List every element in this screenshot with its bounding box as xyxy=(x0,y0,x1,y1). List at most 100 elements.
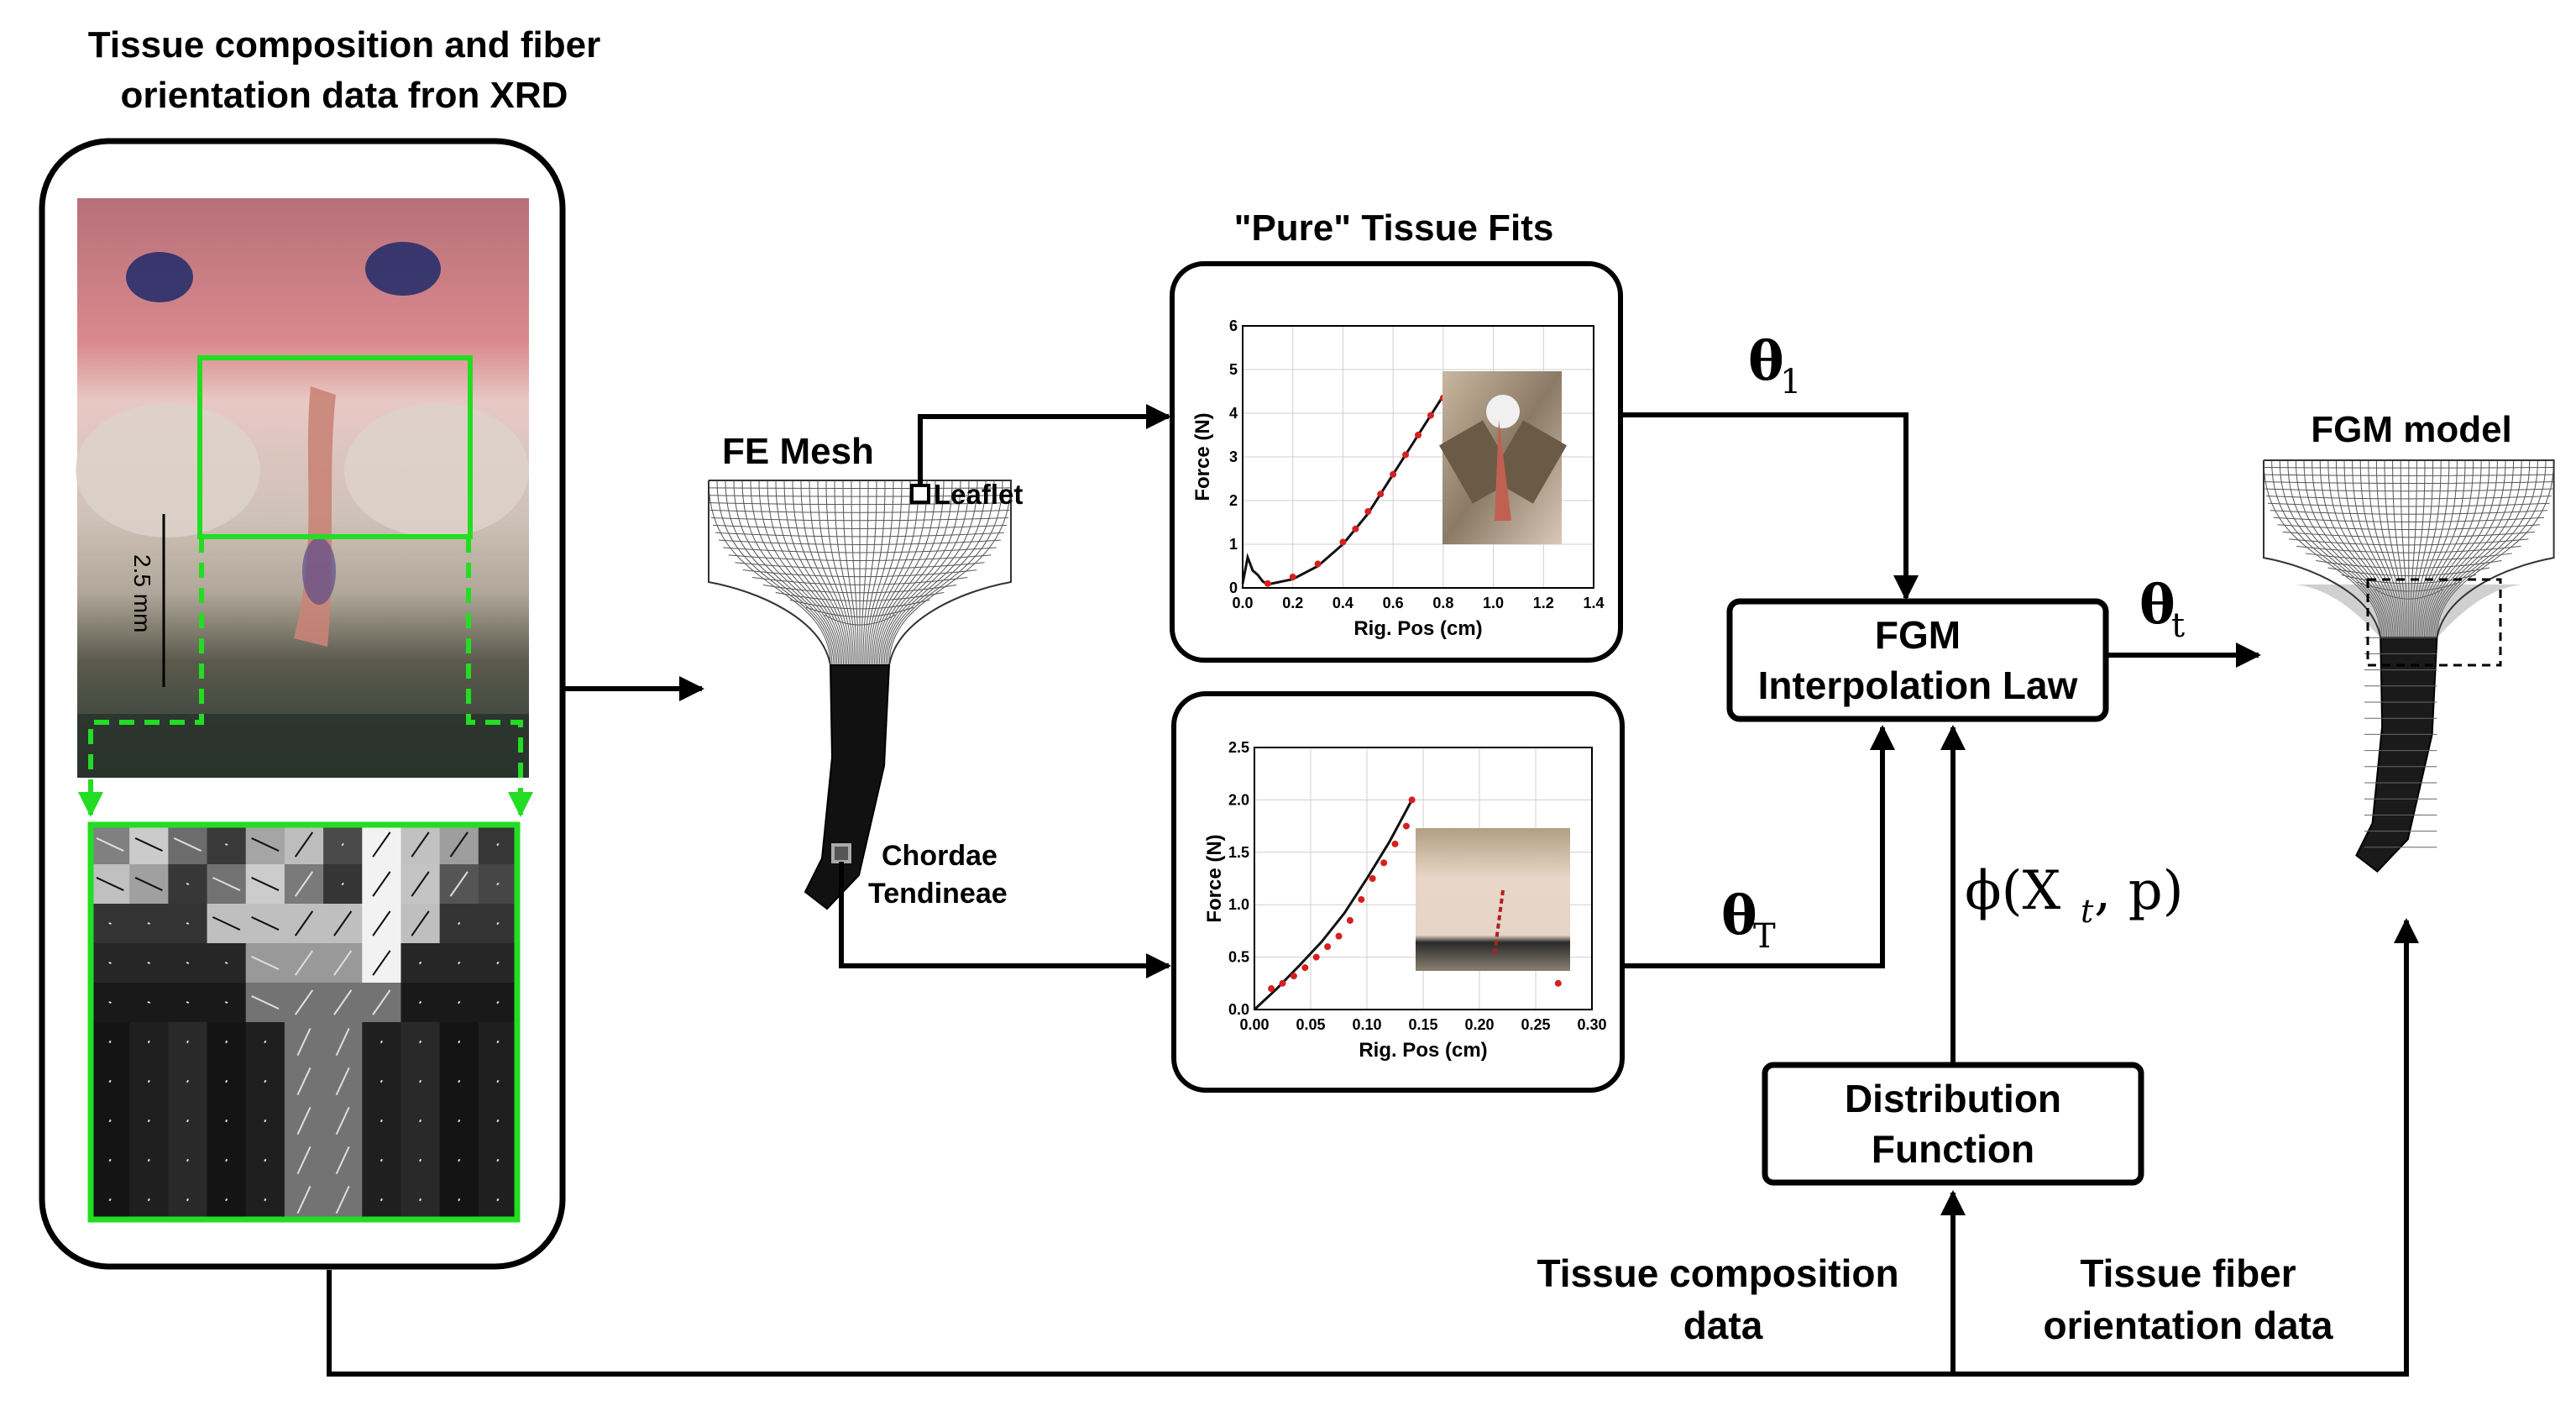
y-axis-label: Force (N) xyxy=(1191,412,1214,501)
xrd-map-frame xyxy=(87,821,521,1223)
fe-mesh-grid xyxy=(708,480,1012,910)
fiber-orientation-line xyxy=(108,1198,112,1202)
mesh-line xyxy=(882,480,978,666)
mesh-line xyxy=(2264,488,2553,492)
leaflet-label: Leaflet xyxy=(934,479,1023,510)
fiber-orientation-line xyxy=(411,831,430,858)
y-tick-label: 0 xyxy=(1229,580,1238,596)
fiber-orientation-line xyxy=(372,871,391,897)
leaflet-to-fit-arrow xyxy=(918,404,1171,485)
mesh-line xyxy=(878,480,961,666)
svg-text:t: t xyxy=(2081,893,2094,930)
fiber-orientation-line xyxy=(108,1158,112,1162)
mesh-line xyxy=(2305,553,2512,561)
data-point xyxy=(1339,538,1347,546)
mesh-line xyxy=(2410,459,2417,638)
mesh-line xyxy=(2417,459,2458,638)
fiber-orientation-line xyxy=(225,1119,228,1123)
chordae-marker xyxy=(831,843,851,863)
xrd-title-line2: orientation data fron XRD xyxy=(121,75,568,116)
data-point xyxy=(1390,470,1397,478)
mesh-line xyxy=(742,569,977,578)
mesh-line xyxy=(750,480,840,666)
mesh-line xyxy=(762,584,957,594)
x-tick-label: 1.0 xyxy=(1483,595,1504,611)
mesh-line xyxy=(709,502,1011,506)
distribution-line2: Function xyxy=(1872,1127,2034,1171)
mesh-line xyxy=(741,480,838,666)
mesh-line xyxy=(710,517,1009,522)
fiber-orientation-line xyxy=(419,1158,422,1162)
mesh-line xyxy=(2303,459,2390,638)
fiber-label-line2: orientation data xyxy=(2043,1303,2333,1347)
fiber-orientation-line xyxy=(108,1000,112,1004)
data-point xyxy=(1290,973,1297,980)
mesh-line xyxy=(2430,459,2522,638)
mesh-line xyxy=(2312,459,2390,638)
fiber-orientation-line xyxy=(264,1079,267,1083)
fiber-orientation-line xyxy=(496,842,500,847)
mesh-line xyxy=(751,577,968,585)
mesh-line xyxy=(723,547,997,553)
chordae-fit-photo xyxy=(1416,828,1570,971)
fiber-orientation-line xyxy=(225,1198,228,1202)
data-point xyxy=(1408,796,1416,804)
fiber-orientation-line xyxy=(411,871,430,897)
fiber-orientation-line xyxy=(108,921,112,926)
mesh-line xyxy=(874,480,936,666)
pure-fits-title: "Pure" Tissue Fits xyxy=(1234,207,1554,249)
y-tick-label: 0.5 xyxy=(1228,949,1249,966)
mesh-line xyxy=(2316,559,2502,569)
fiber-orientation-line xyxy=(224,1000,228,1004)
mesh-line xyxy=(2374,589,2443,600)
mesh-line xyxy=(825,480,854,666)
mesh-line xyxy=(716,480,833,666)
fgm-model-mesh xyxy=(2263,459,2555,873)
fiber-orientation-line xyxy=(335,1027,350,1057)
fiber-orientation-line xyxy=(264,1198,267,1202)
fiber-orientation-line xyxy=(418,1000,422,1004)
fiber-orientation-line xyxy=(458,1119,461,1123)
mesh-line xyxy=(775,591,945,601)
mesh-line xyxy=(2264,467,2554,469)
composition-label-line2: data xyxy=(1683,1303,1763,1347)
mesh-line xyxy=(867,480,903,666)
mesh-line xyxy=(789,599,930,610)
bottom-fiber-flow-arrow xyxy=(327,918,2419,1377)
fiber-orientation-line xyxy=(496,1119,500,1123)
data-point xyxy=(1268,985,1275,993)
mesh-line xyxy=(871,480,919,666)
data-point xyxy=(1369,875,1376,882)
data-point xyxy=(1402,451,1410,459)
mesh-line xyxy=(861,480,869,666)
fiber-orientation-line xyxy=(458,921,461,926)
fiber-orientation-line xyxy=(380,1079,383,1083)
x-tick-label: 0.6 xyxy=(1383,595,1404,611)
xrd-panel-frame xyxy=(39,138,566,1270)
mesh-line xyxy=(2270,510,2547,515)
mesh-line xyxy=(887,480,1003,666)
y-tick-label: 0.0 xyxy=(1228,1001,1249,1018)
mesh-line xyxy=(2412,459,2434,638)
x-tick-label: 0.05 xyxy=(1296,1016,1325,1033)
fiber-orientation-line xyxy=(134,877,163,891)
mesh-line xyxy=(728,554,992,562)
fiber-orientation-line xyxy=(294,871,314,897)
fiber-orientation-line xyxy=(296,1027,312,1057)
fiber-orientation-line xyxy=(372,831,391,858)
fiber-orientation-line xyxy=(296,1106,312,1136)
mesh-line xyxy=(792,480,847,666)
mesh-line xyxy=(2427,459,2506,638)
mesh-line xyxy=(834,480,856,666)
fiber-orientation-line xyxy=(186,1119,189,1123)
fiber-orientation-line xyxy=(251,837,280,852)
mesh-line xyxy=(2264,481,2554,485)
fiber-orientation-line xyxy=(251,877,280,891)
fiber-orientation-line xyxy=(496,1000,500,1004)
x-tick-label: 0.25 xyxy=(1521,1016,1550,1033)
fiber-orientation-line xyxy=(411,910,430,936)
mesh-line xyxy=(2263,459,2381,638)
mesh-line xyxy=(2273,517,2545,522)
mesh-line xyxy=(824,614,896,626)
